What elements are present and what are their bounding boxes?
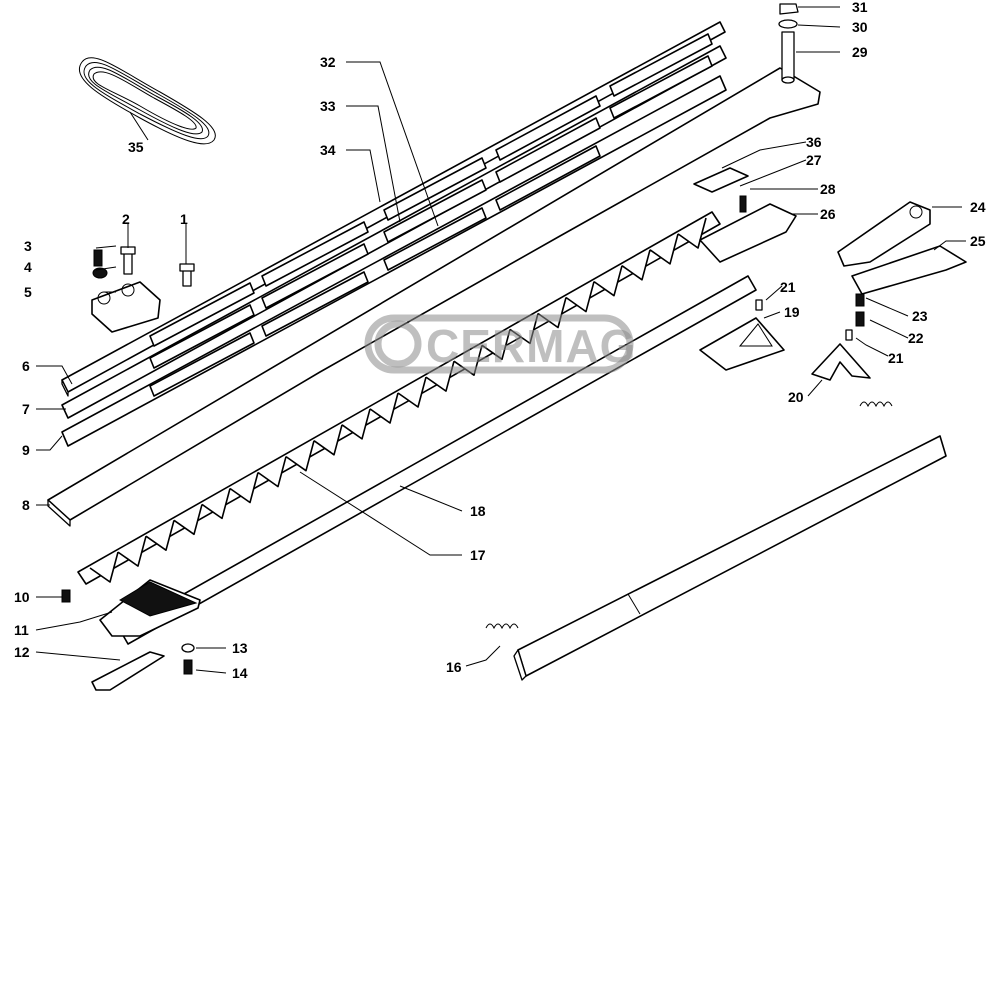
callout-9: 9: [22, 442, 30, 458]
callout-17: 17: [470, 547, 486, 563]
callout-33: 33: [320, 98, 336, 114]
cermag-watermark: CERMAG: [364, 314, 636, 374]
callout-8: 8: [22, 497, 30, 513]
callout-26: 26: [820, 206, 836, 222]
callout-6: 6: [22, 358, 30, 374]
callout-3: 3: [24, 238, 32, 254]
callout-22: 22: [908, 330, 924, 346]
callout-16: 16: [446, 659, 462, 675]
bolt-part-23: [855, 293, 865, 307]
belt-part-35: [78, 57, 216, 145]
callout-13: 13: [232, 640, 248, 656]
leader-lines: [35, 6, 966, 674]
guard-part-24: [837, 201, 931, 267]
callout-36: 36: [806, 134, 822, 150]
rivet-part-21a: [755, 299, 763, 311]
callout-32: 32: [320, 54, 336, 70]
callout-28: 28: [820, 181, 836, 197]
bolt-part-1: [179, 263, 195, 287]
guard-assembly-part-11: [99, 579, 201, 637]
callout-29: 29: [852, 44, 868, 60]
callout-19: 19: [784, 304, 800, 320]
callout-7: 7: [22, 401, 30, 417]
bolt-part-2: [120, 246, 136, 275]
callout-1: 1: [180, 211, 188, 227]
callout-21b: 21: [888, 350, 904, 366]
lower-bar-part-32: [61, 75, 727, 447]
rivet-part-21b: [845, 329, 853, 341]
spring-part-3: [93, 249, 103, 267]
callout-labels: 31 30 29 32 33 34 35 36 27 28 26 24 25 2…: [14, 0, 986, 681]
bolt-part-10: [61, 589, 71, 603]
bolt-part-13: [181, 643, 195, 653]
knife-part-17: [77, 211, 721, 585]
callout-27: 27: [806, 152, 822, 168]
swath-board-part-16: [485, 401, 947, 681]
callout-4: 4: [24, 259, 32, 275]
watermark-text: CERMAG: [426, 320, 636, 372]
plate-part-36: [693, 167, 749, 193]
callout-2: 2: [122, 211, 130, 227]
knife-head-part-26: [699, 203, 797, 263]
callout-21a: 21: [780, 279, 796, 295]
bolt-part-28: [739, 195, 747, 213]
nut-part-4: [92, 267, 108, 279]
callout-35: 35: [128, 139, 144, 155]
callout-31: 31: [852, 0, 868, 15]
callout-10: 10: [14, 589, 30, 605]
pin-part-29: [781, 31, 795, 84]
guard-part-25: [851, 245, 967, 295]
washer-part-30: [778, 19, 798, 29]
shoe-part-12: [91, 651, 165, 691]
left-bracket-part-5: [91, 281, 161, 333]
section-part-20: [811, 343, 871, 381]
section-plate-part-19: [699, 317, 785, 371]
callout-34: 34: [320, 142, 336, 158]
callout-24: 24: [970, 199, 986, 215]
callout-14: 14: [232, 665, 248, 681]
callout-30: 30: [852, 19, 868, 35]
callout-11: 11: [14, 622, 29, 638]
bolt-part-22: [855, 311, 865, 327]
callout-23: 23: [912, 308, 928, 324]
callout-25: 25: [970, 233, 986, 249]
middle-bar-part-33: [61, 45, 727, 419]
callout-20: 20: [788, 389, 804, 405]
callout-5: 5: [24, 284, 32, 300]
nut-part-31: [779, 3, 799, 15]
bolt-part-14: [183, 659, 193, 675]
callout-12: 12: [14, 644, 30, 660]
upper-bar-part-34: [61, 21, 726, 397]
callout-18: 18: [470, 503, 486, 519]
